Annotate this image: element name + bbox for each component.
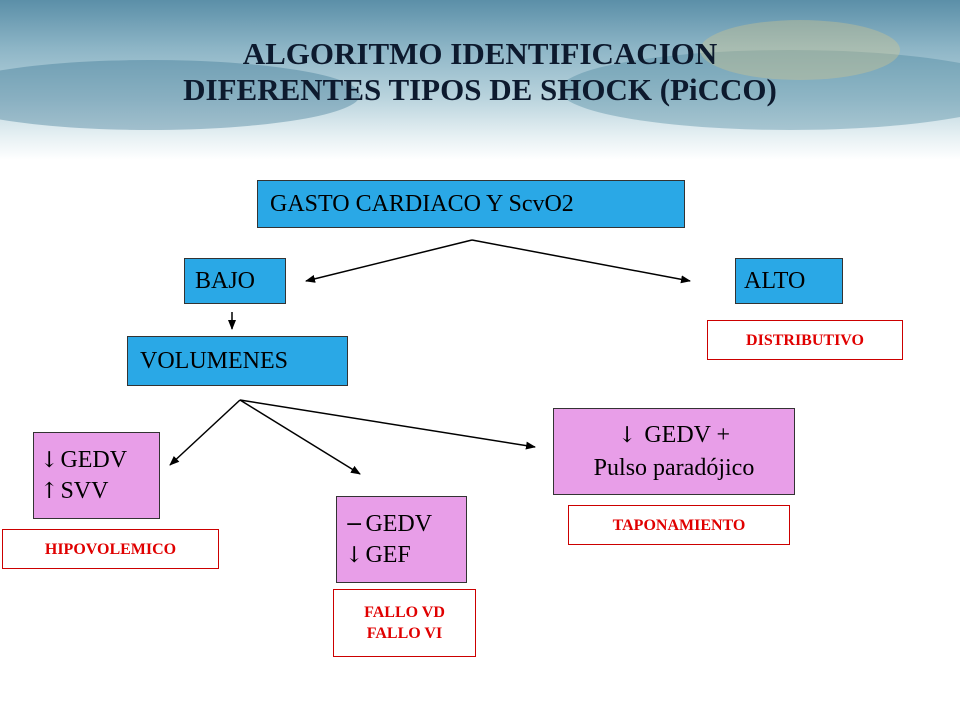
node-taponamiento-criteria: ↓ GEDV + Pulso paradójico xyxy=(553,408,795,495)
node-volumenes-text: VOLUMENES xyxy=(140,347,288,374)
label-fallo-vi-text: FALLO VI xyxy=(366,625,443,642)
hipo-line-2: SVV xyxy=(60,477,109,504)
hipo-line-1: GEDV xyxy=(60,446,128,473)
arrow-to-bajo xyxy=(305,239,473,283)
banner-starfish-shape xyxy=(700,20,900,80)
label-hipovolemico: HIPOVOLEMICO xyxy=(2,529,219,569)
page-title: ALGORITMO IDENTIFICACION DIFERENTES TIPO… xyxy=(0,36,960,108)
arrow-to-taponamiento xyxy=(239,399,536,450)
header-banner xyxy=(0,0,960,160)
node-gasto-cardiaco: GASTO CARDIACO Y ScvO2 xyxy=(257,180,685,228)
arrow-to-fallo xyxy=(239,399,361,475)
label-taponamiento: TAPONAMIENTO xyxy=(568,505,790,545)
banner-wave-shape xyxy=(0,60,360,130)
label-hipovolemico-text: HIPOVOLEMICO xyxy=(44,540,177,558)
node-bajo-text: BAJO xyxy=(195,267,256,294)
label-fallo: FALLO VD FALLO VI xyxy=(333,589,476,657)
arrow-to-alto xyxy=(471,239,691,284)
tapon-line-1: GEDV + xyxy=(644,422,731,448)
arrow-up-icon: ↑ xyxy=(40,478,59,504)
label-distributivo: DISTRIBUTIVO xyxy=(707,320,903,360)
arrow-down-icon: ↓ xyxy=(345,542,364,568)
fallo-line-1: GEDV xyxy=(365,510,433,537)
banner-wave-shape xyxy=(560,50,960,130)
node-gasto-cardiaco-text: GASTO CARDIACO Y ScvO2 xyxy=(270,190,574,217)
label-distributivo-text: DISTRIBUTIVO xyxy=(746,331,864,349)
label-fallo-vd-text: FALLO VD xyxy=(364,604,445,621)
node-hipovolemia-criteria: ↓GEDV ↑SVV xyxy=(33,432,160,519)
node-alto: ALTO xyxy=(735,258,843,304)
arrow-down-icon: ↓ xyxy=(617,423,637,448)
title-line-2: DIFERENTES TIPOS DE SHOCK (PiCCO) xyxy=(183,72,777,107)
node-alto-text: ALTO xyxy=(744,267,806,294)
node-fallo-criteria: −GEDV ↓GEF xyxy=(336,496,467,583)
fallo-line-2: GEF xyxy=(365,541,411,568)
node-bajo: BAJO xyxy=(184,258,286,304)
arrow-to-hipovolemico xyxy=(169,399,241,466)
arrow-down-icon: ↓ xyxy=(40,447,59,473)
title-line-1: ALGORITMO IDENTIFICACION xyxy=(242,36,718,71)
tapon-line-2: Pulso paradójico xyxy=(593,455,755,481)
minus-icon: − xyxy=(345,511,364,537)
node-volumenes: VOLUMENES xyxy=(127,336,348,386)
label-taponamiento-text: TAPONAMIENTO xyxy=(612,516,746,534)
